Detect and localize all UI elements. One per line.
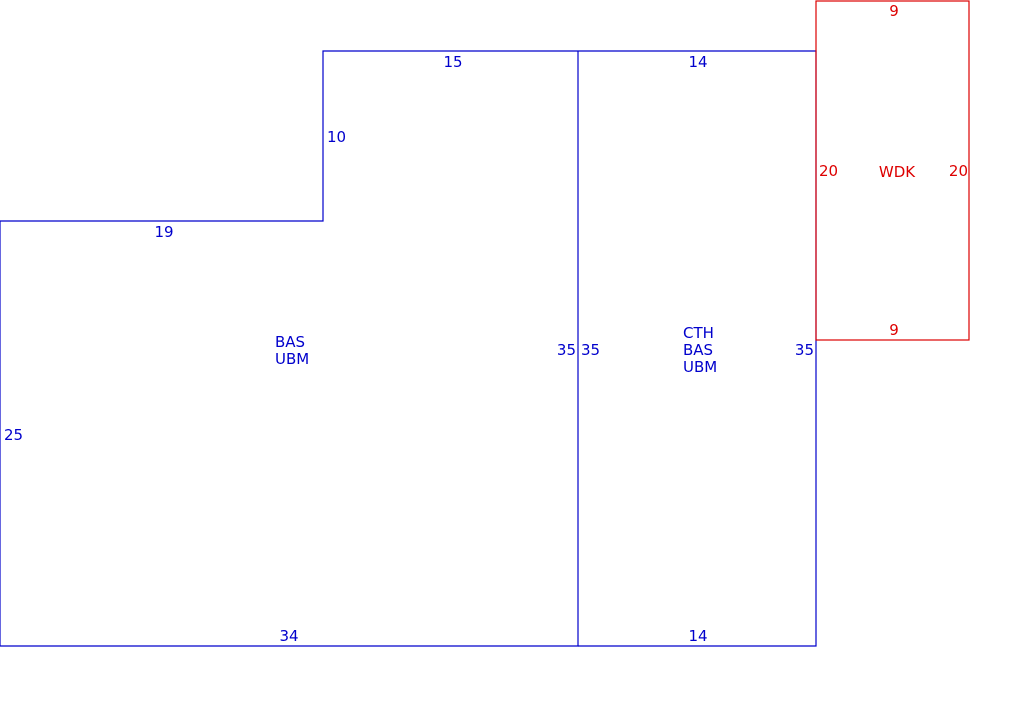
dim-annex-right: 35 [795,341,814,359]
dim-main-top-lower: 19 [154,223,173,241]
dim-main-bottom: 34 [279,627,298,645]
dim-annex-left: 35 [581,341,600,359]
dim-main-right: 35 [557,341,576,359]
dim-deck-right: 20 [949,162,968,180]
dim-main-step-side: 10 [327,128,346,146]
dim-main-top-upper: 15 [443,53,462,71]
dim-deck-left: 20 [819,162,838,180]
deck-area-code: WDK [879,163,916,181]
dim-annex-top: 14 [688,53,707,71]
dim-annex-bottom: 14 [688,627,707,645]
dim-main-left: 25 [4,426,23,444]
annex-area-code-1: CTH [683,324,714,342]
dim-deck-top: 9 [889,2,899,20]
dim-deck-bottom: 9 [889,321,899,339]
deck-area-outline [815,0,970,341]
main-area-code-2: UBM [275,350,309,368]
annex-area-outline [578,50,817,647]
annex-area-code-3: UBM [683,358,717,376]
annex-area-code-2: BAS [683,341,713,359]
main-area-code-1: BAS [275,333,305,351]
